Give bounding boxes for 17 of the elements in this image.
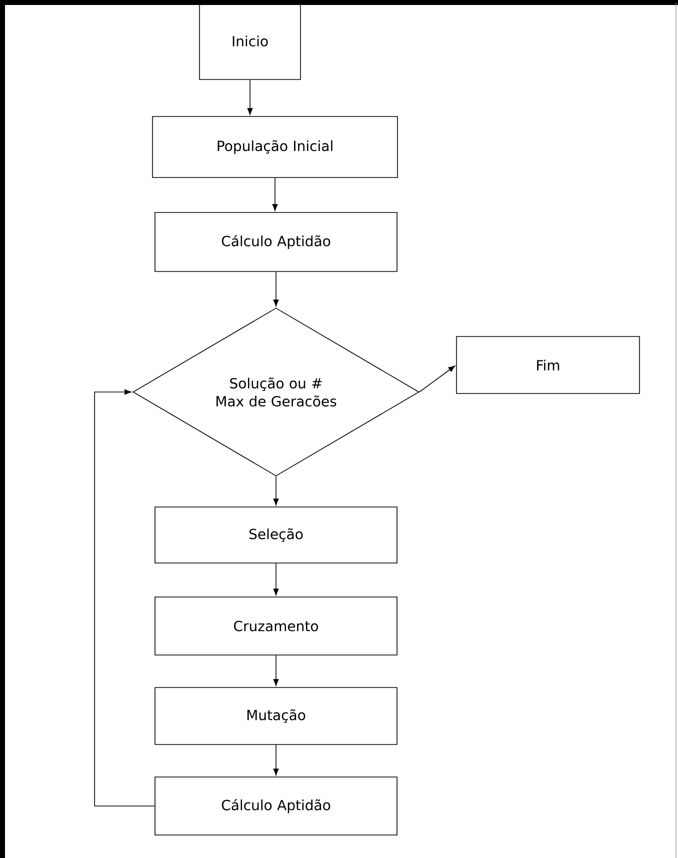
arrow [273,476,279,506]
process-box: Cálculo Aptidão [154,212,398,272]
arrow [273,744,279,776]
arrow [273,655,279,686]
process-box: Cálculo Aptidão [154,776,398,836]
process-box: População Inicial [152,116,398,178]
arrow [273,272,279,306]
process-box: Seleção [154,506,398,564]
process-box: Cruzamento [154,596,398,656]
arrow [272,178,278,211]
arrow [247,80,253,115]
process-box: Mutação [154,687,398,745]
arrow [94,389,155,806]
process-box: Inicio [199,2,301,80]
process-box: Fim [456,336,640,394]
arrow [419,366,456,392]
arrow [273,563,279,596]
